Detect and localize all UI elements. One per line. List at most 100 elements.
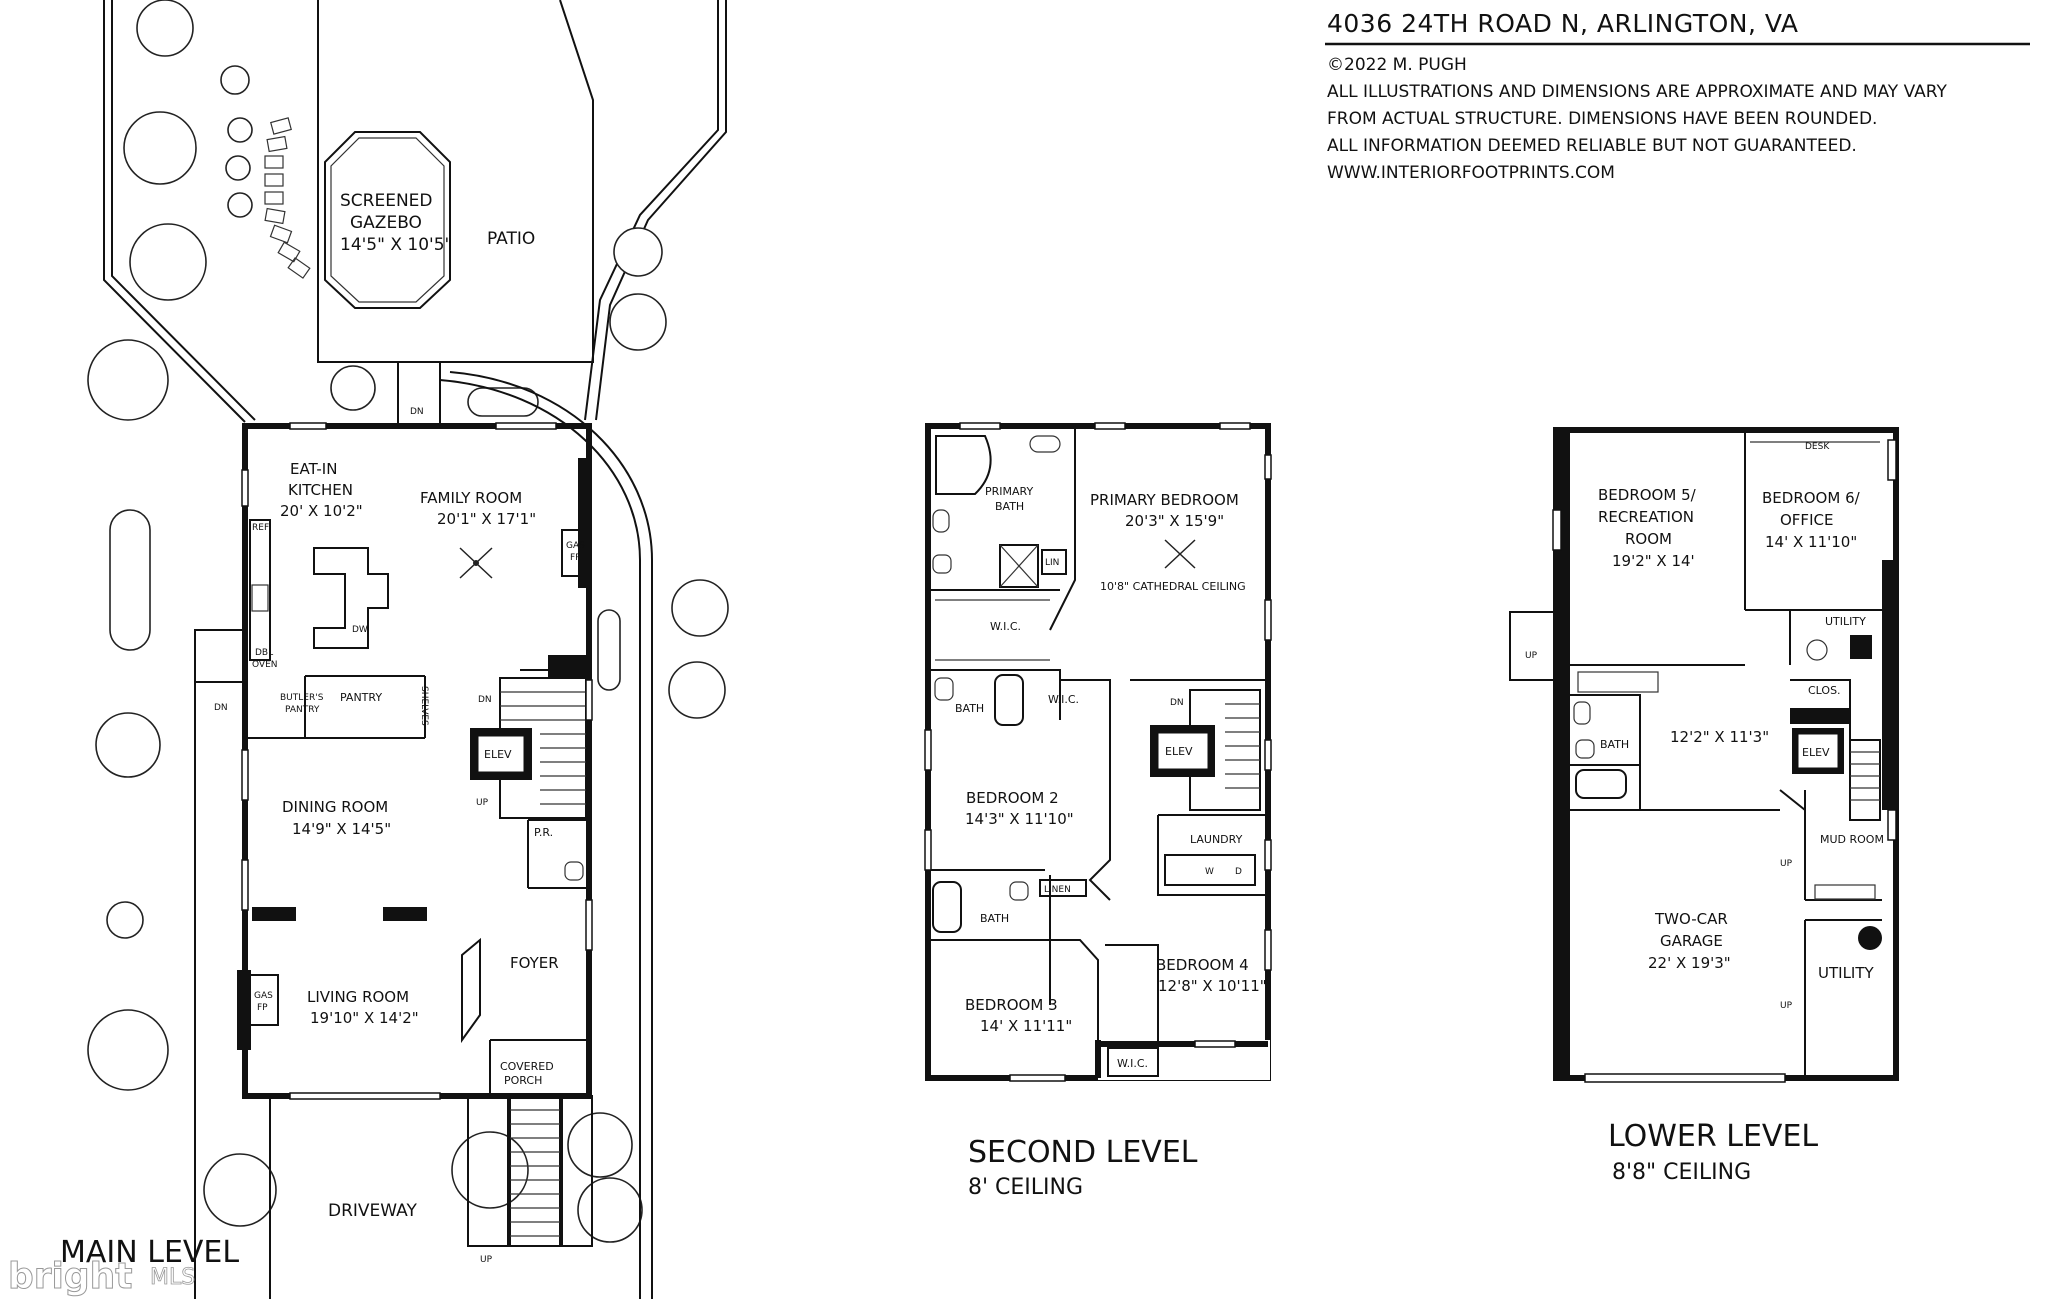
- stair-dn-label: DN: [478, 695, 492, 705]
- family-gas-label-2: FP: [570, 553, 581, 563]
- cooktop: [251, 584, 269, 612]
- garage-label-2: GARAGE: [1660, 932, 1723, 950]
- header-block: 4036 24TH ROAD N, ARLINGTON, VA ©2022 M.…: [1325, 9, 2030, 183]
- driveway-label: DRIVEWAY: [328, 1201, 417, 1221]
- bedroom2-label: BEDROOM 2: [966, 789, 1059, 807]
- living-room-dimensions: 19'10" X 14'2": [310, 1009, 419, 1027]
- lower-right-solid-wall: [1882, 560, 1896, 810]
- wall-block: [548, 655, 589, 677]
- second-level-plan: LIN PRIMARY BATH PRIMARY BEDROOM 20'3" X…: [924, 422, 1272, 1200]
- primary-bath-label-1: PRIMARY: [985, 485, 1033, 498]
- bath-label-lower: BATH: [980, 912, 1009, 925]
- lower-level-plan: DESK BEDROOM 5/ RECREATION ROOM 19'2" X …: [1509, 427, 1899, 1185]
- living-gas-label-2: FP: [257, 1003, 268, 1013]
- elevator-top-wall: [1790, 708, 1850, 724]
- lot-line-left: [103, 0, 246, 423]
- linen-closet: [1041, 549, 1067, 575]
- desk-label: DESK: [1805, 442, 1830, 452]
- bath-toilet-2: [1009, 881, 1029, 901]
- kitchen-dimensions: 20' X 10'2": [280, 502, 363, 520]
- bath-toilet: [934, 677, 954, 701]
- lot-line-right: [584, 0, 719, 421]
- stepping-stones: [264, 117, 311, 279]
- utility-equipment: [1850, 635, 1872, 659]
- closet-label: CLOS.: [1808, 684, 1841, 697]
- bedroom3-dimensions: 14' X 11'11": [980, 1017, 1072, 1035]
- covered-porch-label-1: COVERED: [500, 1060, 554, 1073]
- bedroom4-wic: [1107, 1047, 1159, 1077]
- dbl-oven-label-2: OVEN: [252, 660, 278, 670]
- wic-label-3: W.I.C.: [1117, 1057, 1148, 1070]
- bedroom6-label-1: BEDROOM 6/: [1762, 489, 1861, 507]
- kitchen-island: [313, 547, 389, 649]
- planter-right: [561, 1095, 593, 1247]
- second-level-ceiling: 8' CEILING: [968, 1175, 1083, 1200]
- family-room-label: FAMILY ROOM: [420, 489, 522, 507]
- bedroom6-dimensions: 14' X 11'10": [1765, 533, 1857, 551]
- utility-label-lower: UTILITY: [1818, 964, 1875, 982]
- bath-label-upper: BATH: [955, 702, 984, 715]
- family-gas-label-1: GAS: [566, 541, 585, 551]
- living-room-label: LIVING ROOM: [307, 988, 409, 1006]
- column-left: [252, 907, 296, 921]
- mud-room-label: MUD ROOM: [1820, 833, 1884, 846]
- dw-label: DW: [352, 625, 368, 635]
- disclaimer-line-3: ALL INFORMATION DEEMED RELIABLE BUT NOT …: [1327, 136, 1857, 156]
- gazebo-outline: [324, 131, 451, 309]
- watermark-suffix: MLS: [150, 1265, 195, 1290]
- bedroom6-label-2: OFFICE: [1780, 511, 1833, 529]
- garage-up-label: UP: [1780, 1001, 1793, 1011]
- pantry-label: PANTRY: [340, 691, 382, 704]
- walkway-curve-outer: [449, 371, 653, 1299]
- kitchen-label-2: KITCHEN: [288, 481, 353, 499]
- lower-left-solid-wall: [1556, 430, 1570, 1078]
- lower-elevator-label: ELEV: [1802, 746, 1830, 759]
- wic-label-2: W.I.C.: [1048, 693, 1079, 706]
- bedroom5-label-2: RECREATION: [1598, 508, 1694, 526]
- dining-room-dimensions: 14'9" X 14'5": [292, 820, 391, 838]
- disclaimer-line-2: FROM ACTUAL STRUCTURE. DIMENSIONS HAVE B…: [1327, 109, 1877, 129]
- side-stair: [194, 629, 244, 683]
- fp-chimney: [578, 458, 590, 588]
- copyright-text: ©2022 M. PUGH: [1327, 55, 1467, 75]
- column-right: [383, 907, 427, 921]
- back-dn-label: DN: [410, 407, 424, 417]
- foyer-stair: [461, 937, 481, 1044]
- back-steps: [397, 361, 441, 425]
- bath-tub-2: [932, 881, 962, 933]
- gazebo-label-2: GAZEBO: [350, 213, 422, 233]
- bedroom5-label-3: ROOM: [1625, 530, 1672, 548]
- planter-left: [467, 1095, 509, 1247]
- address-title: 4036 24TH ROAD N, ARLINGTON, VA: [1327, 9, 1799, 38]
- bedroom4-dimensions: 12'8" X 10'11": [1158, 977, 1267, 995]
- bath-tub: [994, 674, 1024, 726]
- dryer-label: D: [1235, 867, 1242, 877]
- cathedral-ceiling-label: 10'8" CATHEDRAL CEILING: [1100, 580, 1246, 593]
- areaway-up-label: UP: [1525, 651, 1538, 661]
- areaway-stair: [1509, 611, 1556, 681]
- foyer-label: FOYER: [510, 954, 559, 972]
- garage-door: [1584, 1073, 1786, 1083]
- front-up-label: UP: [480, 1255, 493, 1265]
- ceiling-fan-icon: [459, 547, 493, 579]
- primary-toilet: [932, 554, 952, 574]
- water-heater: [1806, 639, 1828, 661]
- main-house-walls: [242, 423, 592, 1099]
- living-gas-fp: [249, 974, 279, 1026]
- washer-dryer: [1164, 854, 1256, 886]
- hedge-right: [597, 609, 621, 691]
- gazebo-inner: [330, 137, 445, 303]
- kitchen-counter-left: [249, 519, 271, 661]
- elevator-label: ELEV: [484, 748, 512, 761]
- covered-porch-label-2: PORCH: [504, 1074, 542, 1087]
- gazebo-label-1: SCREENED: [340, 191, 433, 211]
- disclaimer-line-1: ALL ILLUSTRATIONS AND DIMENSIONS ARE APP…: [1327, 82, 1947, 102]
- hedge-top: [467, 387, 539, 417]
- patio-outline: [317, 0, 594, 363]
- linen-label: LINEN: [1044, 885, 1071, 895]
- bright-mls-watermark: bright MLS: [8, 1256, 196, 1298]
- side-stair-dn: DN: [214, 703, 228, 713]
- utility-label-upper: UTILITY: [1825, 615, 1866, 628]
- living-gas-label-1: GAS: [254, 991, 273, 1001]
